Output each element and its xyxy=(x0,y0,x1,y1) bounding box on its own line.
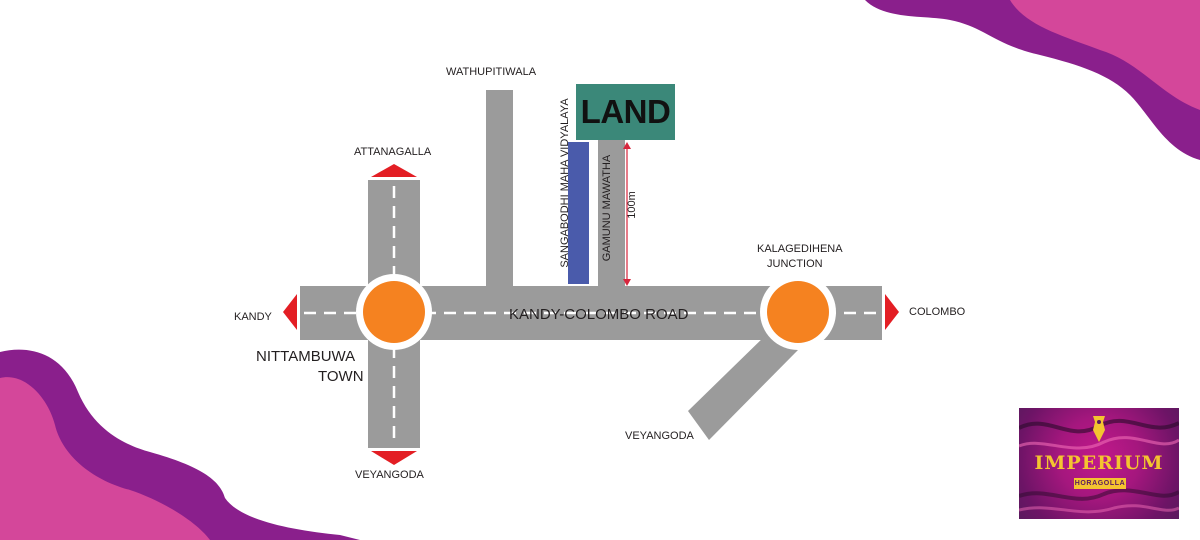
bottom-left-decoration xyxy=(0,349,360,540)
logo-marble-pattern xyxy=(1019,416,1179,514)
land-label: LAND xyxy=(580,93,671,130)
road-gamunu-mawatha xyxy=(598,140,625,288)
place-wathupitiwala: WATHUPITIWALA xyxy=(446,66,537,78)
top-right-decoration xyxy=(865,0,1200,160)
place-kandy: KANDY xyxy=(234,311,272,323)
place-veyangoda-branch: VEYANGODA xyxy=(625,430,694,442)
place-kalagedihena-line1: KALAGEDIHENA xyxy=(757,243,843,255)
place-veyangoda-south: VEYANGODA xyxy=(355,469,424,481)
road-wathupitiwala xyxy=(486,90,513,288)
arrow-south-icon xyxy=(371,451,417,465)
school-block xyxy=(568,142,589,284)
distance-label: 100m xyxy=(626,191,638,219)
arrow-east-icon xyxy=(885,294,899,330)
crest-icon xyxy=(1093,416,1105,442)
imperium-logo: IMPERIUM HORAGOLLA xyxy=(1019,408,1179,519)
roundabout-kalagedihena xyxy=(760,274,836,350)
land-destination-box: LAND xyxy=(576,84,675,140)
arrow-north-icon xyxy=(371,164,417,177)
roundabout-nittambuwa xyxy=(356,274,432,350)
place-attanagalla: ATTANAGALLA xyxy=(354,146,432,158)
arrow-west-icon xyxy=(283,294,297,330)
road-veyangoda-branch xyxy=(688,331,798,440)
logo-subtitle: HORAGOLLA xyxy=(1074,478,1126,489)
place-nittambuwa-line1: NITTAMBUWA xyxy=(256,348,356,365)
school-label: SANGABODHI MAHA VIDYALAYA xyxy=(559,98,571,268)
place-nittambuwa-line2: TOWN xyxy=(318,368,364,385)
main-road-label: KANDY-COLOMBO ROAD xyxy=(509,306,689,323)
distance-marker-icon xyxy=(623,142,631,286)
place-kalagedihena-line2: JUNCTION xyxy=(767,258,823,270)
place-colombo: COLOMBO xyxy=(909,306,966,318)
gamunu-mawatha-label: GAMUNU MAWATHA xyxy=(601,154,613,262)
logo-title: IMPERIUM xyxy=(1034,452,1164,474)
